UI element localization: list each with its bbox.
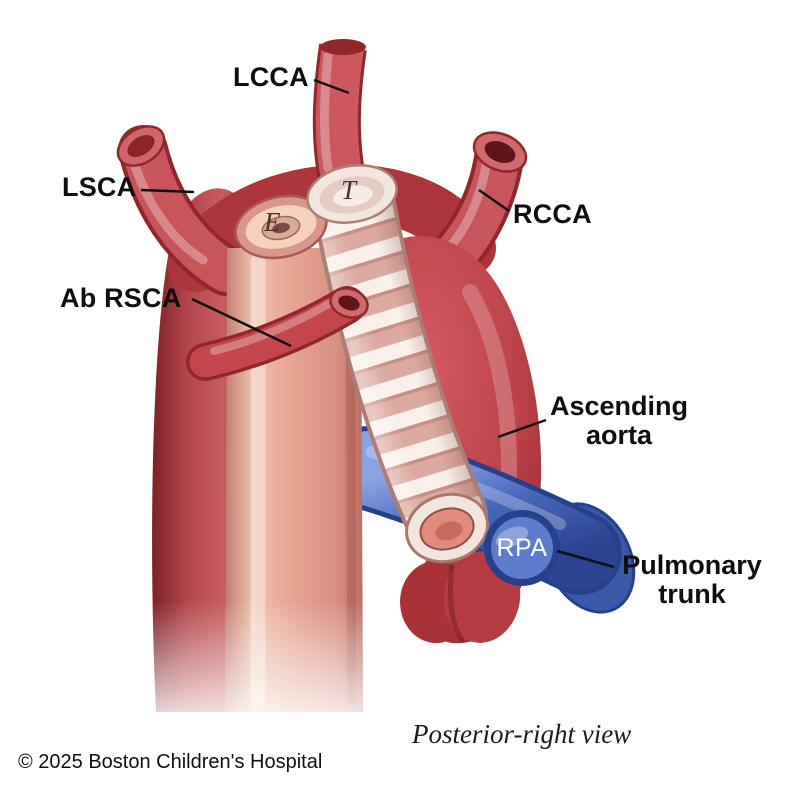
view-caption: Posterior-right view bbox=[412, 719, 632, 749]
trachea-top-lumen bbox=[333, 185, 373, 207]
esophagus-cut-end bbox=[234, 194, 328, 260]
trachea-letter: T bbox=[341, 175, 357, 205]
trachea-cut-end bbox=[405, 492, 489, 564]
lcca-leader bbox=[313, 78, 350, 95]
pulmonary-trunk-label-line1: Pulmonary bbox=[622, 550, 762, 580]
lcca-label: LCCA bbox=[233, 62, 309, 92]
rcca-label: RCCA bbox=[513, 199, 592, 229]
rcca-cut-lumen bbox=[484, 140, 516, 164]
lcca-vessel bbox=[312, 39, 367, 183]
trachea-cut-core bbox=[435, 521, 463, 541]
ascending-aorta-label-line2: aorta bbox=[585, 420, 653, 450]
trachea-shading bbox=[316, 168, 484, 554]
copyright-text: © 2025 Boston Children's Hospital bbox=[18, 751, 323, 773]
rpa-vessel bbox=[484, 510, 560, 586]
lsca-leader bbox=[140, 188, 195, 194]
pulmonary-trunk-label-line2: trunk bbox=[658, 579, 726, 609]
lsca-body bbox=[122, 129, 247, 292]
ascending-aorta-label: Ascending aorta bbox=[546, 392, 692, 450]
aorta-root-cleft bbox=[447, 563, 465, 643]
ab-rsca-highlight bbox=[210, 292, 346, 355]
pulmonary-trunk-leader bbox=[556, 549, 615, 569]
rpa-label: RPA bbox=[496, 534, 548, 562]
lsca-vessel bbox=[116, 125, 251, 296]
esophagus-letter: E bbox=[264, 207, 281, 237]
trachea-tube bbox=[312, 164, 488, 558]
rpa-face bbox=[491, 517, 553, 579]
pulmonary-trunk-label: Pulmonary trunk bbox=[616, 551, 768, 609]
esophagus-cut-core bbox=[272, 222, 290, 234]
ab-rsca-cut-lumen bbox=[338, 295, 360, 311]
rcca-highlight bbox=[442, 155, 492, 255]
lsca-label: LSCA bbox=[62, 172, 137, 202]
ascending-aorta-leader bbox=[497, 418, 547, 439]
ab-rsca-leader bbox=[191, 297, 292, 348]
lcca-highlight bbox=[320, 51, 333, 173]
ab-rsca-label: Ab RSCA bbox=[60, 283, 182, 313]
ascending-aorta-label-line1: Ascending bbox=[549, 391, 689, 421]
rpa-highlight bbox=[495, 526, 529, 548]
leader-lines bbox=[140, 78, 615, 569]
lcca-body bbox=[315, 43, 364, 183]
lsca-highlight bbox=[127, 151, 208, 265]
lsca-cut-lumen bbox=[127, 134, 155, 158]
trachea-cut-top bbox=[306, 164, 398, 224]
lcca-cut-end bbox=[320, 39, 366, 55]
bottom-fade bbox=[118, 600, 402, 770]
ascending-aorta-highlight bbox=[462, 284, 518, 510]
rcca-leader bbox=[478, 188, 510, 213]
